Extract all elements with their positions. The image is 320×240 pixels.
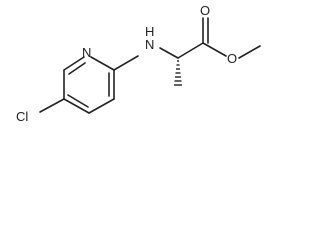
bond-nh-calpha: [159, 47, 179, 59]
atom-h-amine: H: [145, 24, 154, 39]
bond-c3-c4: [88, 98, 115, 114]
bond-c2-nh: [113, 55, 139, 71]
molecule-structure: N Cl N H O O: [16, 3, 261, 124]
atom-n-ring: N: [82, 45, 91, 60]
bond-oester-methyl: [238, 45, 261, 59]
bond-n-c2: [90, 56, 115, 71]
bond-c4-c5-double: [67, 94, 89, 108]
bond-carbonyl-oester: [202, 42, 227, 57]
atom-n-amine: N: [145, 37, 154, 52]
bond-c5-cl: [39, 98, 65, 113]
pyridine-ring: [63, 56, 115, 114]
bond-c6-n: [63, 56, 85, 71]
bond-calpha-carbonyl: [177, 42, 204, 59]
hashed-wedge-methyl: [174, 60, 182, 86]
atom-o-carbonyl: O: [200, 3, 210, 18]
atom-o-ester: O: [227, 51, 237, 66]
bond-c4-c5: [63, 98, 90, 114]
bond-c6-n-double: [68, 62, 86, 75]
atom-cl: Cl: [16, 109, 28, 124]
